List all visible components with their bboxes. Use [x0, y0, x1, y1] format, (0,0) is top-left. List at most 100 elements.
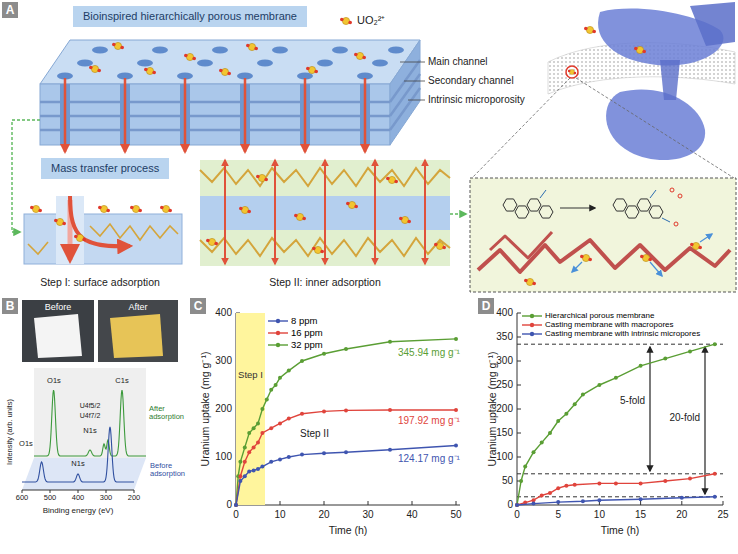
fold-label: 20-fold — [669, 412, 700, 424]
membrane-slab — [212, 47, 228, 54]
data-marker — [515, 503, 519, 507]
panel-letter: B — [2, 298, 18, 314]
membrane-slab — [89, 65, 101, 72]
chemistry-view — [625, 206, 639, 218]
chart-axes — [517, 505, 723, 506]
membrane-slab — [40, 115, 390, 118]
tomography-render — [576, 78, 734, 178]
axis-title: Uranium uptake (mg g⁻¹) — [486, 352, 498, 467]
tick-label: 600 — [16, 494, 29, 503]
data-marker — [597, 498, 601, 502]
data-marker — [548, 431, 552, 435]
chemistry-view — [503, 199, 517, 211]
tick-label: 0 — [514, 509, 520, 521]
xps-frame — [22, 368, 146, 493]
inner-adsorption-view — [274, 160, 276, 264]
step-caption: Step II: inner adsorption — [269, 276, 381, 288]
data-marker — [639, 481, 643, 485]
inner-adsorption-view — [294, 213, 306, 220]
data-marker — [274, 383, 278, 387]
chemistry-view — [470, 178, 736, 292]
tick-label: 300 — [215, 355, 232, 367]
tomography-render — [634, 46, 646, 53]
data-marker — [260, 465, 264, 469]
tick-label: 0 — [507, 499, 513, 511]
xps-spectrum — [34, 390, 146, 456]
data-marker — [454, 444, 458, 448]
zoom-pointer — [450, 213, 466, 214]
membrane-slab — [124, 78, 127, 152]
data-marker — [287, 455, 291, 459]
chemistry-view — [674, 222, 678, 226]
membrane-slab — [257, 60, 273, 67]
reference-line — [517, 344, 723, 497]
data-marker — [247, 431, 251, 435]
tick-label: 20 — [318, 509, 329, 521]
membrane-slab — [144, 67, 156, 74]
data-marker — [573, 402, 577, 406]
legend-text: Hierarchical porous membrane — [545, 312, 654, 321]
membrane-slab — [40, 101, 390, 104]
title-banner: Mass transfer process — [41, 158, 169, 179]
membrane-slab — [40, 129, 390, 132]
data-marker — [256, 467, 260, 471]
legend-text: 16 ppm — [291, 328, 323, 338]
tick-label: 50 — [450, 509, 461, 521]
membrane-slab — [354, 52, 366, 59]
tick-label: 25 — [717, 509, 728, 521]
peak-label: C1s — [115, 377, 128, 386]
data-marker — [287, 417, 291, 421]
data-marker — [581, 499, 585, 503]
tomography-render — [472, 78, 734, 178]
node-text: B — [6, 299, 15, 313]
photo-label: Before — [45, 302, 72, 312]
node-text: Step I — [238, 369, 263, 380]
chemistry-view — [527, 199, 541, 211]
data-marker — [260, 407, 264, 411]
membrane-slab — [40, 40, 420, 152]
membrane-slab — [246, 43, 258, 50]
data-marker — [540, 493, 544, 497]
data-marker — [252, 445, 256, 449]
membrane-slab — [244, 78, 247, 152]
chemistry-view — [580, 254, 592, 261]
chart-axes — [681, 501, 682, 505]
node-text: Mass transfer process — [51, 162, 159, 174]
surface-adsorption-view — [98, 205, 110, 212]
data-marker — [265, 397, 269, 401]
data-marker — [597, 481, 601, 485]
inner-adsorption-view — [224, 160, 226, 264]
data-marker — [238, 474, 242, 478]
inner-adsorption-view — [312, 246, 324, 253]
data-marker — [639, 364, 643, 368]
data-marker — [523, 465, 527, 469]
fold-arrow — [650, 347, 705, 494]
data-marker — [454, 337, 458, 341]
xps-frame — [106, 490, 107, 493]
chart-axes — [640, 501, 641, 505]
chart-axes — [517, 385, 521, 386]
data-marker — [556, 486, 560, 490]
chemistry-view — [515, 206, 529, 218]
tick-label: 40 — [406, 509, 417, 521]
data-marker — [344, 408, 348, 412]
surface-adsorption-view — [24, 196, 182, 264]
inner-adsorption-view — [256, 174, 268, 181]
data-marker — [515, 503, 519, 507]
photo-label: After — [128, 302, 147, 312]
sample-photo — [22, 300, 178, 362]
tick-label: 150 — [496, 427, 513, 439]
surface-adsorption-view — [30, 205, 42, 212]
membrane-slab — [388, 47, 404, 54]
tick-label: 350 — [496, 331, 513, 343]
data-marker — [278, 457, 282, 461]
chemistry-view — [490, 232, 552, 258]
peak-label: U4f7/2 — [80, 412, 101, 420]
tomography-render — [606, 89, 705, 160]
chemistry-view — [613, 199, 627, 211]
tomography-render — [584, 26, 596, 33]
legend-item: 16 ppm — [268, 328, 323, 338]
tick-label: 15 — [635, 509, 646, 521]
legend-text: Casting membrane with intrinsic micropor… — [545, 330, 700, 339]
chart-axes — [412, 501, 413, 505]
